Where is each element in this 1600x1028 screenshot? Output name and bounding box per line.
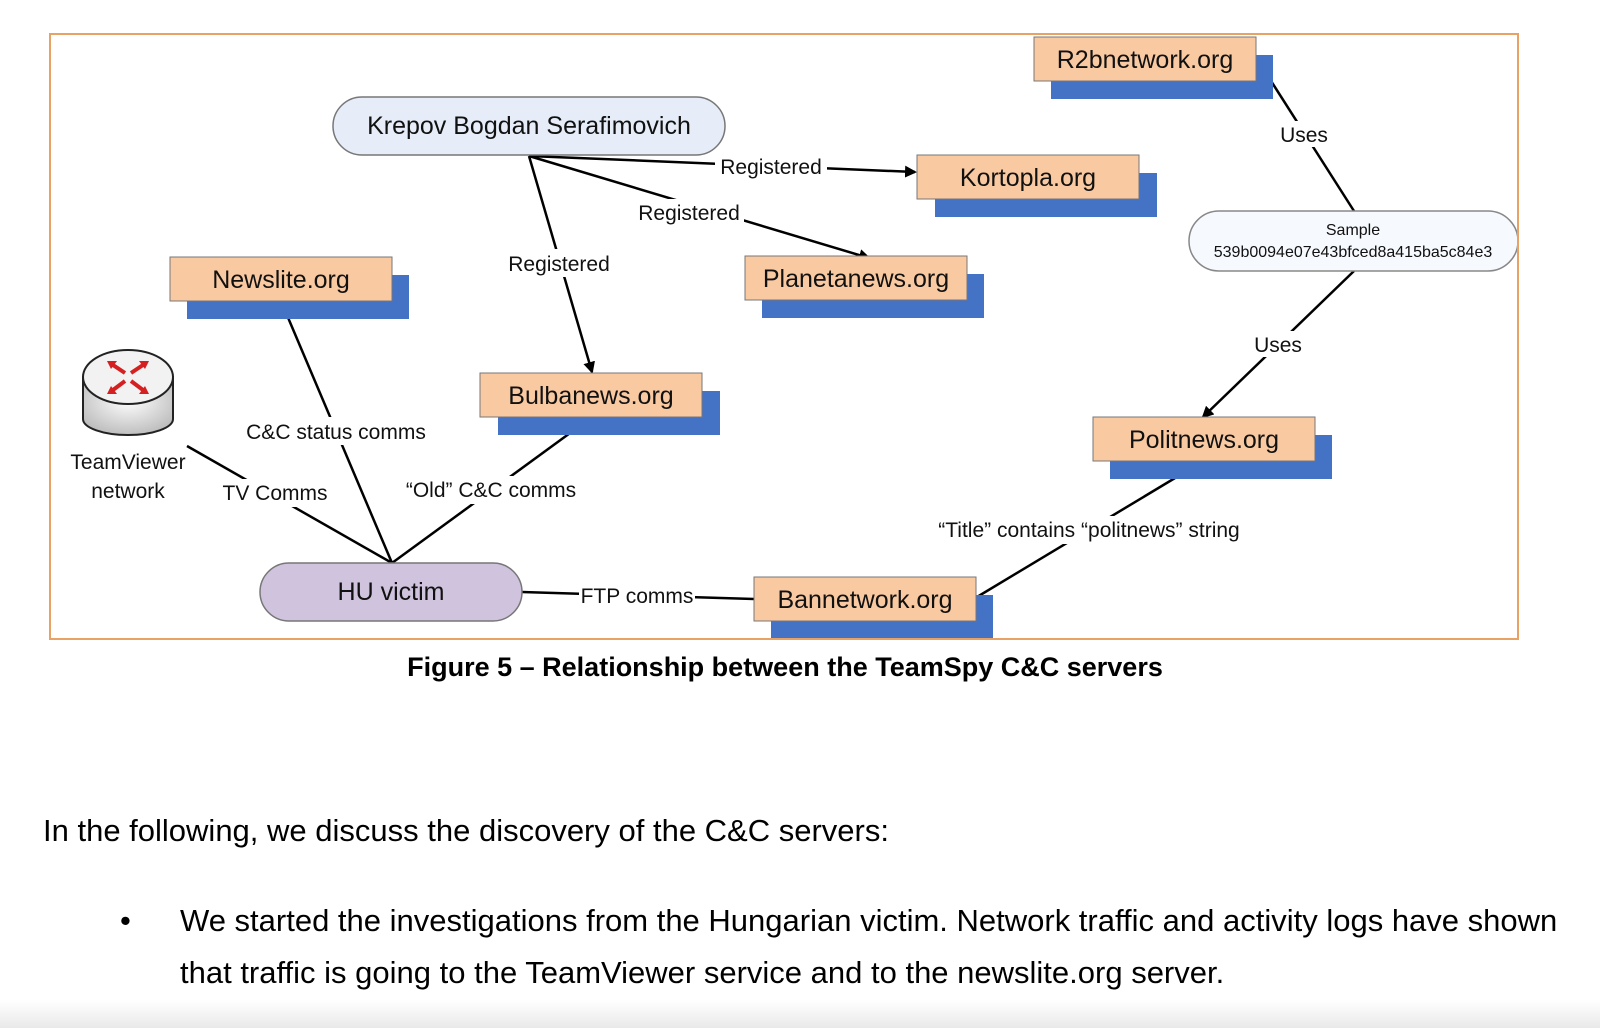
node-planetanews: Planetanews.org [744,255,984,318]
node-krepov: Krepov Bogdan Serafimovich [332,96,726,156]
edge-label-uses-politnews: Uses [1254,334,1302,357]
node-kortopla: Kortopla.org [916,154,1157,217]
node-politnews: Politnews.org [1092,416,1332,479]
figure-frame: Registered Registered Registered Uses Us… [49,33,1519,640]
node-krepov-label: Krepov Bogdan Serafimovich [367,112,691,140]
edge-label-cc-status: C&C status comms [246,421,426,444]
router-icon [82,349,174,436]
node-sample: Sample 539b0094e07e43bfced8a415ba5c84e3 [1188,210,1517,272]
node-r2bnetwork: R2bnetwork.org [1033,36,1273,99]
edge-label-old-cc: “Old” C&C comms [406,479,576,502]
node-hu-victim: HU victim [259,562,523,622]
edge-labels: Registered Registered Registered Uses Us… [217,121,1332,609]
edge-label-uses-r2bnetwork: Uses [1280,124,1328,147]
teamviewer-label-line2: network [91,480,165,503]
node-politnews-label: Politnews.org [1129,426,1279,454]
bullet-list: • We started the investigations from the… [120,895,1560,999]
node-newslite-label: Newslite.org [212,266,350,294]
bullet-icon: • [120,903,131,938]
edge-label-registered-planetanews: Registered [638,202,740,225]
intro-paragraph: In the following, we discuss the discove… [43,813,889,848]
teamviewer-label-line1: TeamViewer [70,451,185,474]
edge-label-registered-bulbanews: Registered [508,253,610,276]
node-planetanews-label: Planetanews.org [763,265,949,293]
page-bottom-shadow [0,1000,1600,1028]
edge-label-registered-kortopla: Registered [720,156,822,179]
node-kortopla-label: Kortopla.org [960,164,1096,192]
node-sample-label: Sample [1326,222,1380,239]
node-hu-victim-label: HU victim [338,578,445,606]
list-item: • We started the investigations from the… [120,895,1560,999]
edge-label-tv-comms: TV Comms [223,482,328,505]
node-bannetwork-label: Bannetwork.org [777,586,952,614]
node-r2bnetwork-label: R2bnetwork.org [1057,46,1233,74]
figure-caption: Figure 5 – Relationship between the Team… [407,652,1163,682]
list-item-text: We started the investigations from the H… [180,903,1558,990]
node-bannetwork: Bannetwork.org [753,576,993,638]
node-newslite: Newslite.org [169,256,409,319]
edge-label-title-contains: “Title” contains “politnews” string [938,519,1240,542]
node-bulbanews: Bulbanews.org [479,372,720,435]
node-sample-hash: 539b0094e07e43bfced8a415ba5c84e3 [1214,244,1493,261]
node-bulbanews-label: Bulbanews.org [508,382,673,410]
relationship-diagram: Registered Registered Registered Uses Us… [70,36,1517,638]
edge-label-ftp-comms: FTP comms [581,585,694,608]
